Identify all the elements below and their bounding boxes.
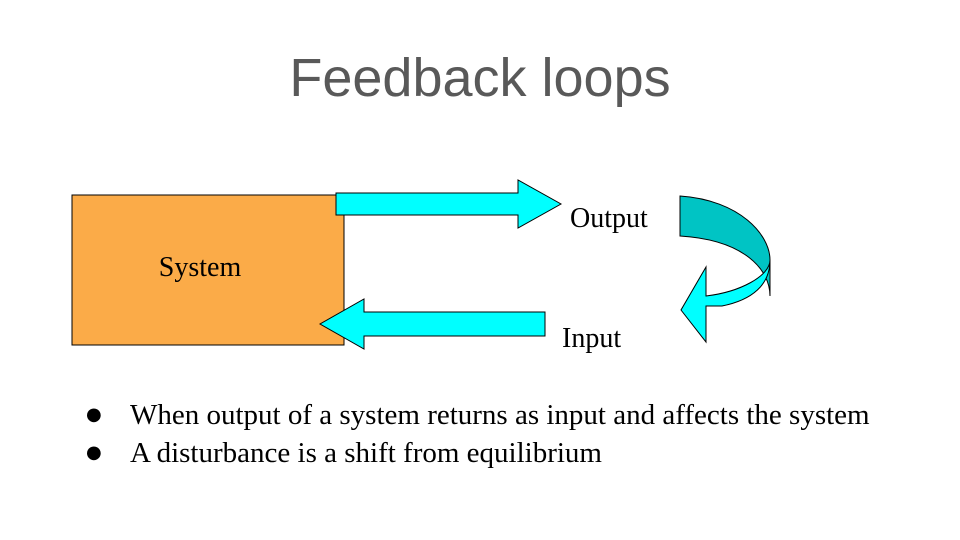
bullet-text: When output of a system returns as input… [130, 399, 870, 431]
bullet-dot-icon: ● [86, 442, 102, 463]
output-label: Output [570, 203, 648, 234]
curved-arrow-back [679, 195, 771, 297]
bullet-item: ● A disturbance is a shift from equilibr… [80, 434, 880, 472]
input-arrow [318, 298, 546, 350]
output-arrow [335, 179, 563, 229]
bullet-list: ● When output of a system returns as inp… [80, 396, 880, 472]
bullet-item: ● When output of a system returns as inp… [80, 396, 880, 434]
input-label: Input [562, 323, 621, 354]
curved-arrow-front [680, 259, 771, 344]
system-label: System [159, 252, 242, 283]
bullet-text: A disturbance is a shift from equilibriu… [130, 437, 602, 469]
bullet-dot-icon: ● [86, 404, 102, 425]
slide-title: Feedback loops [289, 48, 671, 108]
system-box [71, 194, 345, 346]
